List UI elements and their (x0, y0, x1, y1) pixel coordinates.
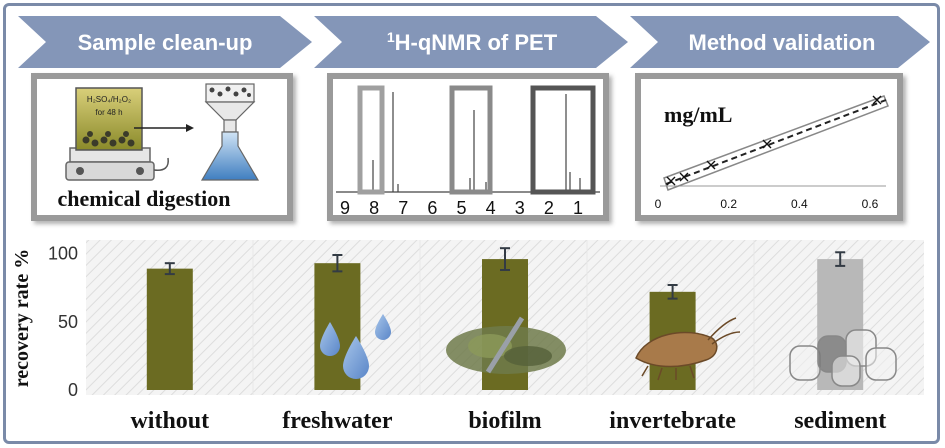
step-method-validation: Method validation (630, 16, 930, 68)
calibration-axis-ticks: 0 0.2 0.4 0.6 (655, 197, 879, 211)
nmr-tick-label: 7 (398, 198, 408, 218)
category-separators (252, 240, 755, 395)
filter-particles (209, 86, 251, 97)
step-label: Method validation (689, 30, 876, 55)
water-drop-icon (343, 336, 369, 379)
knob-icon (76, 167, 84, 175)
plastic-pieces-illustration (789, 329, 897, 387)
biofilm-patch (504, 346, 552, 366)
panel-frame (635, 73, 903, 221)
plastic-piece-icon (831, 355, 861, 387)
amphipod-illustration (635, 317, 741, 381)
funnel-stem (223, 119, 237, 133)
sample-particles (82, 131, 135, 147)
calibration-points (666, 95, 882, 186)
amphipod-icon (635, 331, 718, 368)
integration-box (530, 85, 596, 195)
step-label-sup: 1 (387, 29, 395, 45)
y-tick-label: 100 (48, 244, 78, 264)
beaker-label-reagent: H₂SO₄/H₂O₂ (87, 95, 131, 104)
biofilm-illustration (446, 316, 566, 374)
beaker-label-time: for 48 h (95, 108, 122, 117)
x-axis-labels: without freshwater biofilm invertebrate sedi… (130, 408, 886, 434)
legs-icon (641, 365, 695, 381)
panel-caption: chemical digestion (58, 186, 231, 211)
panel-chemical-digestion: H₂SO₄/H₂O₂ for 48 h chemical digestion (31, 73, 293, 221)
nmr-tick-label: 6 (427, 198, 437, 218)
confidence-band (663, 95, 889, 191)
chevron-arrow (314, 16, 628, 68)
step-sample-cleanup: Sample clean-up (18, 16, 312, 68)
unit-label: mg/mL (664, 102, 732, 127)
water-drop-icon (320, 322, 340, 356)
calibration-tick-label: 0.6 (862, 197, 879, 211)
nmr-tick-label: 1 (573, 198, 583, 218)
recovery-chart: recovery rate % 0 50 100 without freshwater… (11, 240, 924, 434)
bar-without (146, 268, 193, 390)
x-label-biofilm: biofilm (468, 408, 541, 434)
step-label: 1H-qNMR of PET (387, 29, 558, 55)
chevron-arrow (630, 16, 930, 68)
flask-icon (200, 131, 260, 181)
x-label-without: without (130, 408, 209, 434)
nmr-tick-label: 3 (515, 198, 525, 218)
nmr-tick-label: 8 (369, 198, 379, 218)
nmr-tick-label: 9 (340, 198, 350, 218)
nmr-tick-label: 2 (544, 198, 554, 218)
integration-box (357, 85, 385, 195)
antenna-icon (707, 317, 741, 345)
water-drops-illustration (320, 314, 391, 379)
panel-calibration: mg/mL 0 0.2 0.4 0.6 (635, 73, 903, 221)
nmr-tick-label: 4 (486, 198, 496, 218)
arrow-head-icon (186, 124, 194, 132)
x-label-invertebrate: invertebrate (609, 408, 736, 434)
x-label-freshwater: freshwater (282, 408, 393, 434)
hot-plate-base (65, 161, 155, 181)
power-cord (153, 157, 169, 171)
y-tick-label: 50 (58, 312, 78, 332)
calibration-tick-label: 0.2 (720, 197, 737, 211)
filter-funnel-icon (205, 83, 255, 103)
y-axis-label: recovery rate % (11, 249, 33, 387)
step-qnmr: 1H-qNMR of PET (314, 16, 628, 68)
nmr-tick-label: 5 (456, 198, 466, 218)
calibration-tick-label: 0 (655, 197, 662, 211)
plastic-piece-icon (789, 345, 821, 381)
step-label-text: H-qNMR of PET (395, 30, 558, 55)
plastic-fragment (485, 316, 525, 374)
plastic-piece-icon (865, 347, 897, 381)
water-drop-icon (375, 314, 391, 340)
x-label-sediment: sediment (794, 408, 886, 434)
y-tick-label: 0 (68, 380, 78, 400)
knob-icon (136, 167, 144, 175)
step-label: Sample clean-up (78, 30, 253, 55)
chevron-arrow (18, 16, 312, 68)
integration-box (449, 85, 493, 195)
y-axis-ticks: 0 50 100 (48, 244, 78, 400)
panel-frame (327, 73, 609, 221)
calibration-tick-label: 0.4 (791, 197, 808, 211)
